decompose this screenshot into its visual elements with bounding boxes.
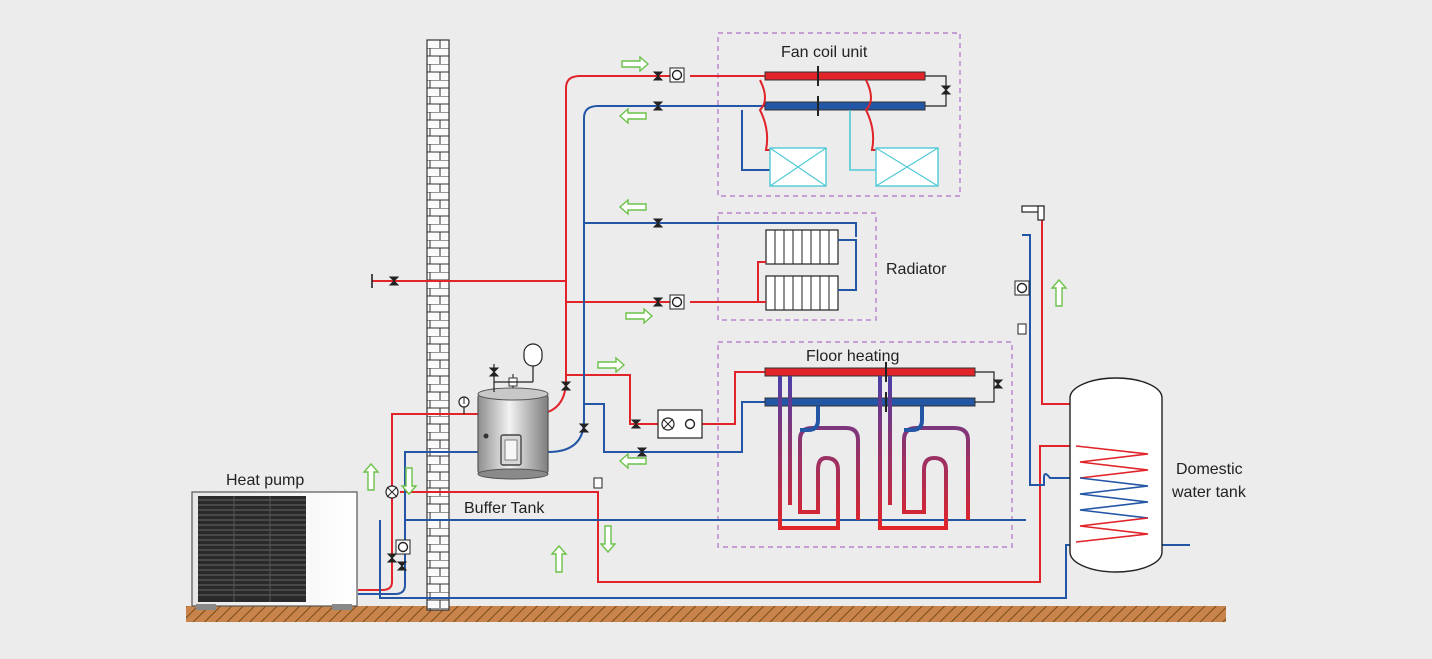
valve-icon	[940, 85, 952, 95]
flow-arrow-icon	[1050, 278, 1068, 307]
valve-icon	[388, 276, 400, 286]
valve-icons	[386, 71, 1004, 571]
pump-icons	[395, 67, 1030, 555]
supply-pipes	[358, 75, 1139, 591]
fan-coil-zone	[717, 32, 961, 197]
heat-pump-label: Heat pump	[226, 472, 304, 489]
flow-arrow-icon	[618, 452, 647, 470]
flow-arrow-icon	[597, 356, 626, 374]
brick-wall	[426, 39, 450, 611]
pump-icon	[669, 67, 685, 83]
floor-heating-label: Floor heating	[806, 348, 899, 365]
valve-icon	[630, 419, 642, 429]
flow-arrow-icon	[599, 525, 617, 554]
return-pipes	[358, 105, 1190, 599]
pump-icon	[1014, 280, 1030, 296]
valve-icon	[652, 297, 664, 307]
domestic-tank-label-line2: water tank	[1171, 484, 1247, 501]
flow-arrow-icon	[550, 544, 568, 573]
fan-coil-label: Fan coil unit	[781, 44, 868, 61]
flow-arrow-icon	[618, 107, 647, 125]
buffer-tank	[477, 374, 549, 480]
flow-arrow-icon	[625, 307, 654, 325]
domestic-water-tank	[1069, 377, 1163, 573]
valve-icon	[992, 379, 1004, 389]
fan-coil-unit	[741, 66, 947, 187]
valve-icon	[396, 561, 408, 571]
flow-arrow-icon	[400, 467, 418, 496]
valve-icon	[560, 381, 572, 391]
sensor-icon	[1017, 323, 1027, 335]
valve-icon	[652, 218, 664, 228]
radiator-zone	[717, 212, 877, 321]
pump-icon	[669, 294, 685, 310]
radiator-label: Radiator	[886, 261, 947, 278]
mixing-valve-icon	[385, 485, 399, 499]
tap-icon	[1021, 205, 1045, 221]
floor-heating-zone	[717, 341, 1013, 548]
heat-pump-unit	[191, 491, 358, 610]
radiator	[757, 229, 857, 311]
mixing-valve-icon	[657, 409, 703, 439]
valve-icon	[636, 447, 648, 457]
pressure-gauge-icon	[458, 396, 470, 414]
flow-arrows	[362, 55, 1068, 573]
valve-icon	[578, 423, 590, 433]
expansion-vessel-icon	[493, 343, 543, 392]
flow-arrow-icon	[362, 462, 380, 491]
sensor-icon	[593, 477, 603, 489]
floor-heating-manifold	[764, 362, 995, 530]
flow-arrow-icon	[618, 198, 647, 216]
valve-icon	[386, 553, 398, 563]
flow-arrow-icon	[621, 55, 650, 73]
pump-icon	[395, 539, 411, 555]
valve-icon	[488, 367, 500, 377]
buffer-tank-label: Buffer Tank	[464, 500, 545, 517]
valve-icon	[652, 71, 664, 81]
valve-icon	[652, 101, 664, 111]
domestic-tank-label-line1: Domestic	[1176, 461, 1243, 478]
